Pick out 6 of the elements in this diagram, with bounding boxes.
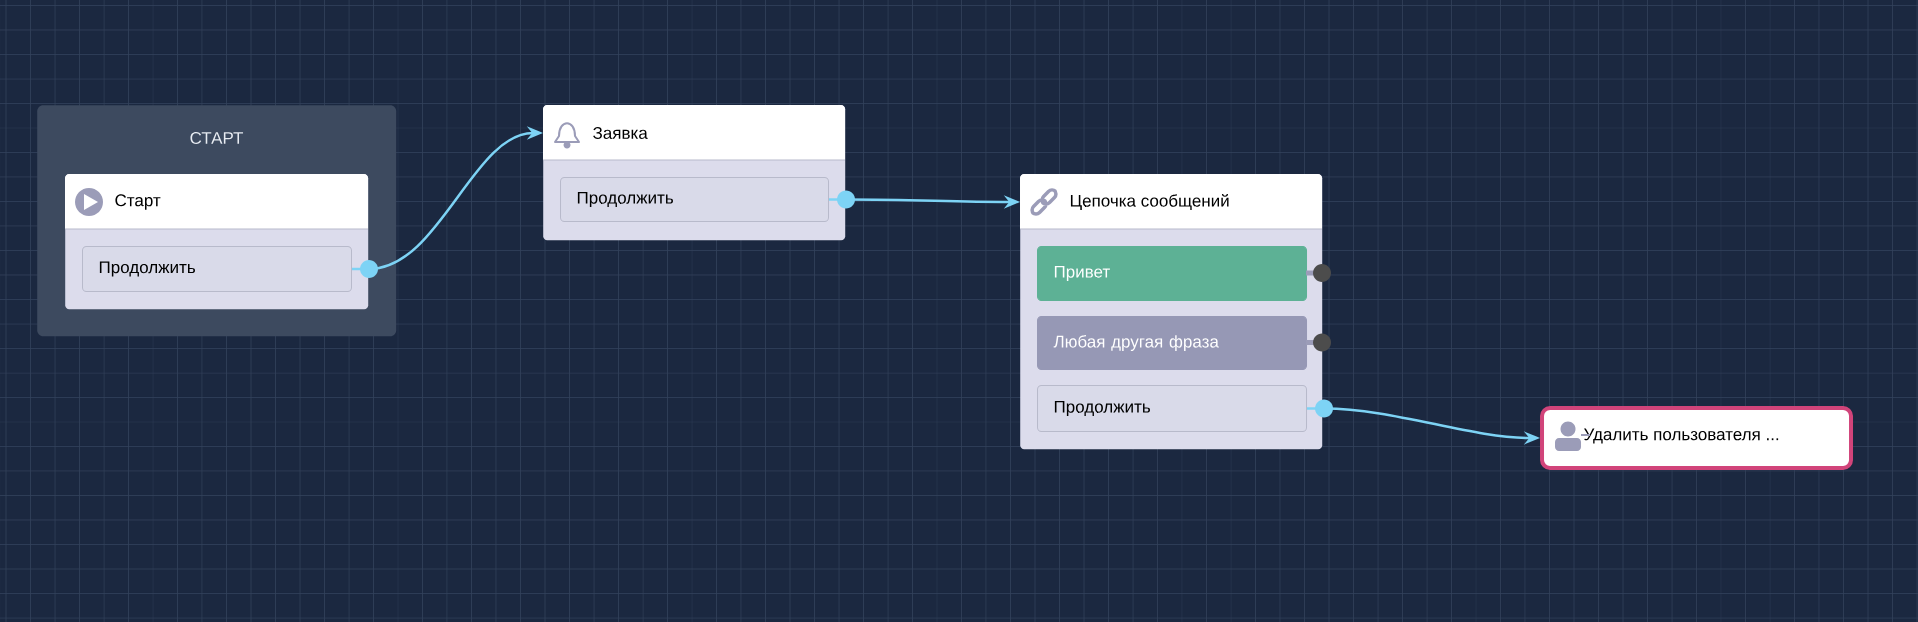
option-button: Привет (1037, 246, 1307, 301)
option-button: Продолжить (560, 177, 829, 222)
option-button: Любая другая фраза (1037, 316, 1307, 370)
action-box: Удалить пользователя ... (1540, 406, 1853, 470)
option-button: Продолжить (82, 246, 352, 292)
option-button: Продолжить (1037, 385, 1307, 432)
